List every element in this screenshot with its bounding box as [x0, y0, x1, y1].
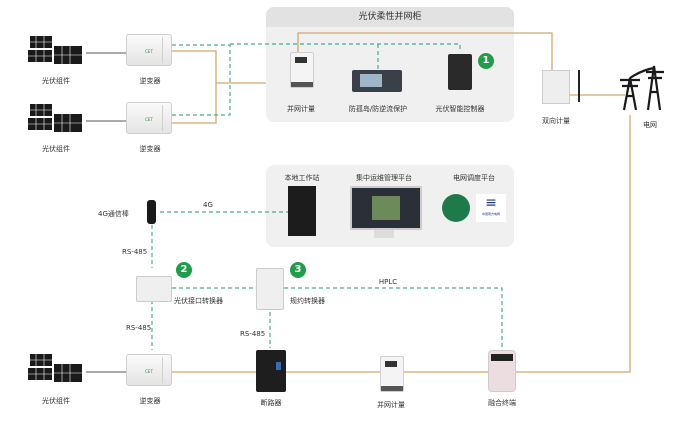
protocol-converter-icon — [256, 268, 284, 310]
rs485-label-a: RS-485 — [122, 248, 148, 256]
bidirectional-meter-icon — [542, 70, 570, 104]
inverter-icon: CET — [126, 34, 172, 66]
badge-3: 3 — [290, 262, 306, 278]
fusion-terminal-label: 融合终端 — [488, 399, 516, 407]
pv-interface-converter-icon — [136, 276, 172, 302]
badge-1: 1 — [478, 53, 494, 69]
grid-label: 电网 — [643, 121, 657, 129]
comm-line-top — [172, 44, 231, 116]
pv-module-label-1: 光伏组件 — [42, 77, 70, 85]
4g-stick-icon — [147, 200, 156, 224]
rs485-label-c: RS-485 — [240, 330, 266, 338]
grid-meter-label: 并网计量 — [287, 105, 315, 113]
grid-meter-icon — [290, 52, 314, 88]
grid-meter-bottom-label: 并网计量 — [377, 401, 405, 409]
comm-line-cabinet — [230, 43, 461, 52]
pv-controller-icon — [448, 54, 472, 90]
ops-platform-label: 集中运维管理平台 — [356, 174, 412, 182]
circuit-breaker-icon — [256, 350, 286, 392]
inverter-label-3: 逆变器 — [139, 397, 161, 405]
4g-link-label: 4G — [203, 201, 213, 209]
grid-meter-bottom-icon — [380, 356, 404, 392]
state-grid-logo — [442, 194, 470, 222]
inverter-icon: CET — [126, 102, 172, 134]
csg-logo: ≡中国南方电网 — [476, 194, 506, 222]
pv-module-label-2: 光伏组件 — [42, 145, 70, 153]
monitor-icon — [350, 186, 422, 230]
hplc-link-label: HPLC — [378, 278, 398, 286]
pv-interface-converter-label: 光伏接口转换器 — [174, 297, 223, 305]
antenna-icon — [578, 70, 580, 102]
solar-panel-icon — [28, 104, 82, 132]
local-workstation-label: 本地工作站 — [284, 174, 320, 182]
monitor-stand — [374, 230, 394, 238]
pv-module-label-3: 光伏组件 — [42, 397, 70, 405]
rs485-label-b: RS-485 — [126, 324, 152, 332]
anti-islanding-label: 防孤岛/防逆流保护 — [348, 105, 408, 113]
inverter-label-1: 逆变器 — [139, 77, 161, 85]
grid-cabinet-title: 光伏柔性并网柜 — [266, 7, 514, 27]
breaker-label: 断路器 — [260, 399, 282, 407]
power-line-top — [172, 50, 217, 124]
protocol-converter-label: 规约转换器 — [290, 297, 325, 305]
transmission-tower-icon — [620, 65, 664, 111]
power-line-grid-down — [514, 115, 631, 373]
fusion-terminal-icon — [488, 350, 516, 392]
solar-panel-icon — [28, 36, 82, 64]
bidirectional-meter-label: 双向计量 — [542, 117, 570, 125]
solar-panel-icon — [28, 354, 82, 382]
4g-stick-label: 4G通信棒 — [98, 210, 129, 218]
inverter-icon: CET — [126, 354, 172, 386]
inverter-label-2: 逆变器 — [139, 145, 161, 153]
comm-line-hplc — [172, 287, 503, 348]
workstation-tower-icon — [288, 186, 316, 236]
pv-controller-label: 光伏智能控制器 — [435, 105, 485, 113]
power-line-cabinet — [297, 32, 553, 70]
anti-islanding-protector-icon — [352, 70, 402, 92]
badge-2: 2 — [176, 262, 192, 278]
dispatch-platform-label: 电网调度平台 — [453, 174, 495, 182]
